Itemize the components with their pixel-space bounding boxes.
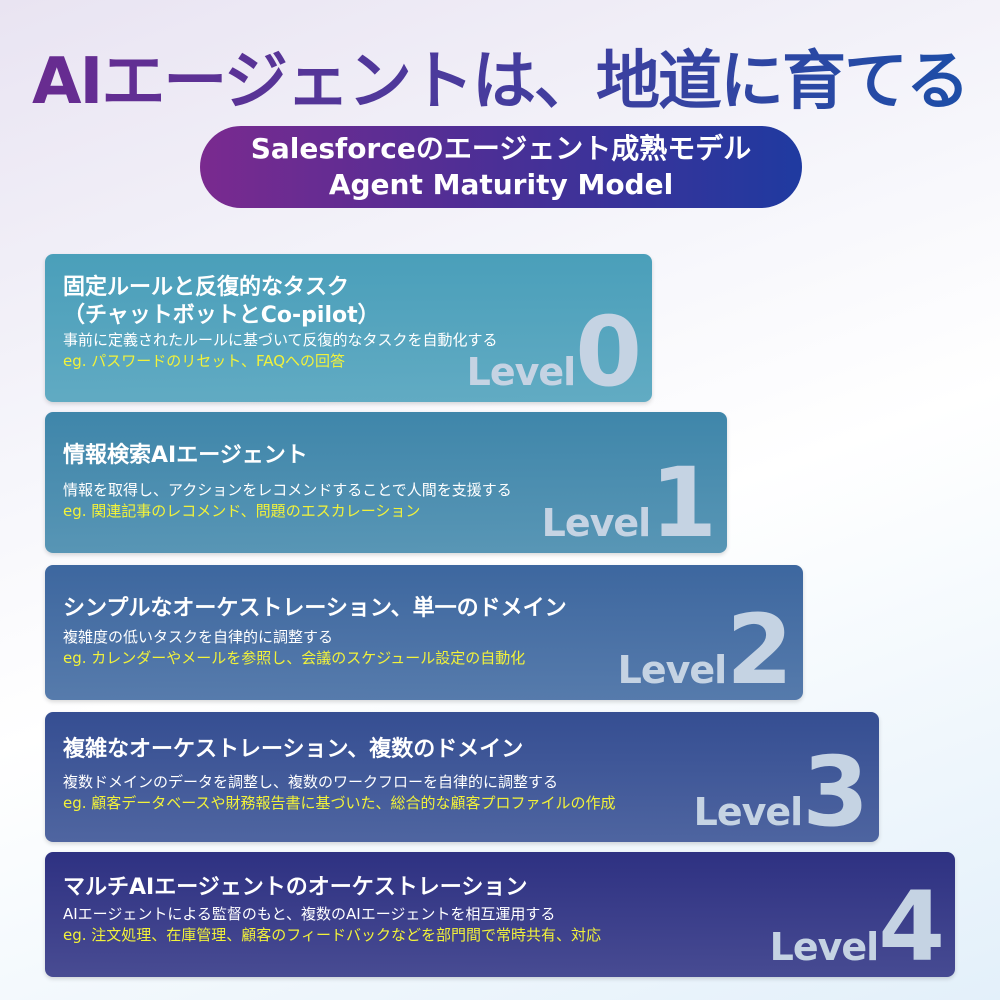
level-0-card: 固定ルールと反復的なタスク （チャットボットとCo-pilot） 事前に定義され… [45,254,652,402]
level-example: eg. パスワードのリセット、FAQへの回答 [63,352,346,370]
level-heading-sub: （チャットボットとCo-pilot） [63,303,380,328]
level-badge: Level4 [769,871,945,977]
level-description: 情報を取得し、アクションをレコメンドすることで人間を支援する [63,481,512,499]
subtitle-line1: Salesforceのエージェント成熟モデル [250,132,752,165]
level-description: 複雑度の低いタスクを自律的に調整する [63,628,334,646]
level-heading: シンプルなオーケストレーション、単一のドメイン [63,596,567,621]
level-badge: Level2 [617,594,793,700]
page-title: AIエージェントは、地道に育てる [0,30,1000,122]
level-badge: Level1 [541,447,717,553]
level-2-card: シンプルなオーケストレーション、単一のドメイン 複雑度の低いタスクを自律的に調整… [45,565,803,700]
level-heading: マルチAIエージェントのオーケストレーション [63,875,528,900]
level-example: eg. 関連記事のレコメンド、問題のエスカレーション [63,502,421,520]
level-heading: 複雑なオーケストレーション、複数のドメイン [63,737,524,762]
level-4-card: マルチAIエージェントのオーケストレーション AIエージェントによる監督のもと、… [45,852,955,977]
level-badge: Level0 [466,296,642,402]
level-example: eg. カレンダーやメールを参照し、会議のスケジュール設定の自動化 [63,649,526,667]
level-badge: Level3 [693,736,869,842]
level-1-card: 情報検索AIエージェント 情報を取得し、アクションをレコメンドすることで人間を支… [45,412,727,553]
level-example: eg. 注文処理、在庫管理、顧客のフィードバックなどを部門間で常時共有、対応 [63,926,601,944]
level-heading: 情報検索AIエージェント [63,443,308,468]
level-example: eg. 顧客データベースや財務報告書に基づいた、総合的な顧客プロファイルの作成 [63,794,616,812]
level-description: AIエージェントによる監督のもと、複数のAIエージェントを相互運用する [63,905,556,923]
level-heading: 固定ルールと反復的なタスク [63,275,350,300]
level-3-card: 複雑なオーケストレーション、複数のドメイン 複数ドメインのデータを調整し、複数の… [45,712,879,842]
subtitle-line2: Agent Maturity Model [328,168,674,201]
subtitle-pill: Salesforceのエージェント成熟モデル Agent Maturity Mo… [200,126,802,208]
level-description: 事前に定義されたルールに基づいて反復的なタスクを自動化する [63,331,498,349]
level-description: 複数ドメインのデータを調整し、複数のワークフローを自律的に調整する [63,773,559,791]
